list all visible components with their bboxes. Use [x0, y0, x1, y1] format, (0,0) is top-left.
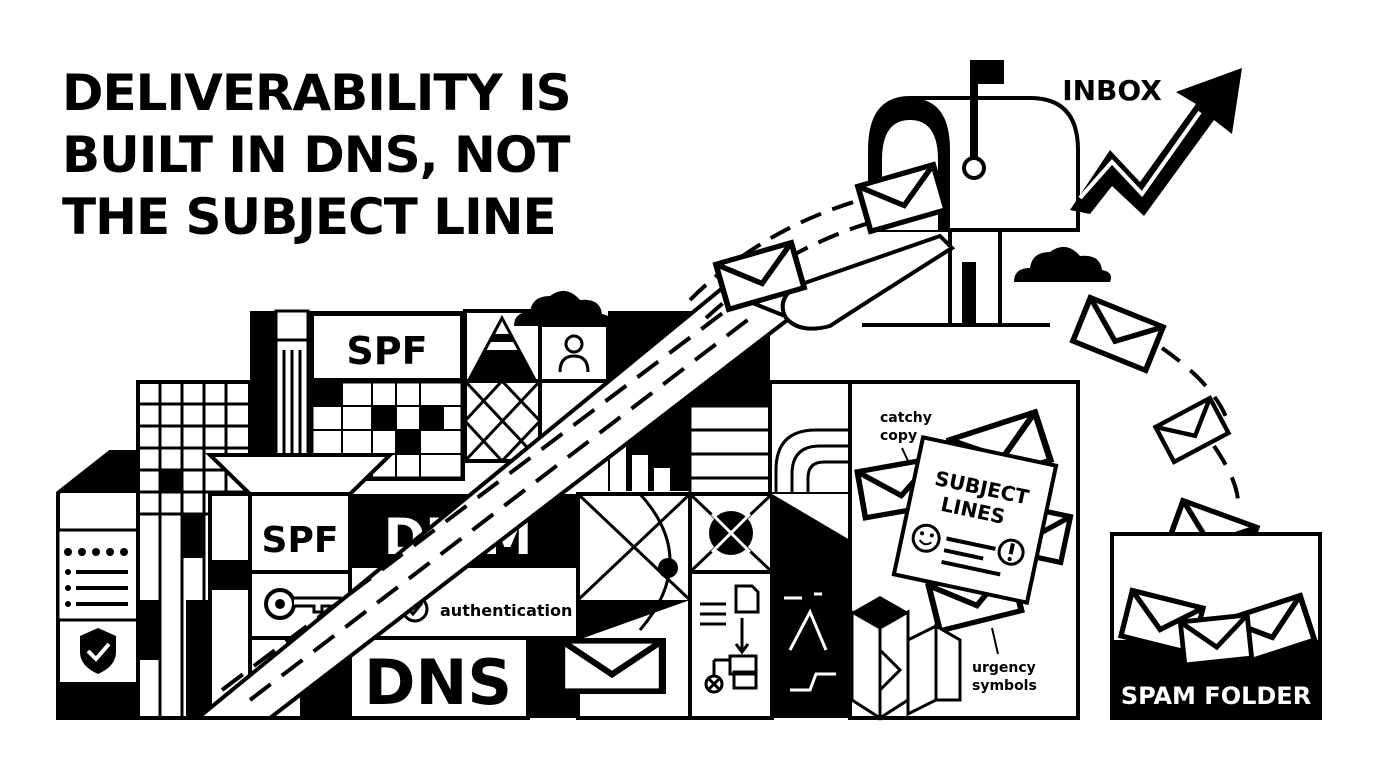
spam-folder-label: SPAM FOLDER: [1121, 682, 1311, 710]
catchy-copy-label-1: catchy: [880, 410, 932, 426]
dns-label: DNS: [364, 646, 512, 719]
urgency-symbols-label-1: urgency: [972, 660, 1036, 676]
envelope-icon: [1180, 615, 1251, 665]
dashed-trail: [688, 198, 873, 320]
list-icon: [64, 548, 128, 607]
arrow-up-icon: [1070, 68, 1242, 216]
spf-tower: SPF: [250, 309, 465, 483]
left-tower: [56, 450, 142, 720]
center-block: [562, 492, 692, 720]
shield-check-icon: [80, 628, 116, 674]
authentication-label: authentication: [440, 601, 572, 620]
document-flow-icon: [700, 584, 760, 694]
cloud-icon: [1014, 246, 1111, 282]
spam-trail: [1160, 346, 1240, 501]
subject-building: catchy copy SUBJECT LINES: [848, 380, 1080, 721]
cube-sculpture: [850, 596, 962, 721]
spf-top-label: SPF: [346, 329, 427, 373]
user-icon: [558, 334, 590, 373]
flow-block: [688, 492, 774, 720]
envelope-icon: [562, 641, 663, 691]
urgency-symbols-label-2: symbols: [972, 678, 1037, 694]
smiley-icon: [911, 523, 941, 553]
user-tile: [514, 290, 611, 383]
spam-folder: SPAM FOLDER: [1110, 532, 1322, 720]
inbox-label: INBOX: [1062, 74, 1162, 107]
catchy-copy-label-2: copy: [880, 428, 917, 444]
headline-line-3: THE SUBJECT LINE: [62, 188, 557, 246]
triangle-tower: [463, 309, 542, 463]
exclamation-icon: [997, 538, 1025, 566]
flag-icon: [962, 60, 1004, 180]
envelope-icon: [1073, 298, 1163, 371]
dark-circuit-block: [772, 494, 850, 718]
cloud-icon: [514, 290, 611, 326]
headline-line-2: BUILT IN DNS, NOT: [62, 126, 571, 184]
headline-line-1: DELIVERABILITY IS: [62, 64, 572, 122]
headline: DELIVERABILITY IS BUILT IN DNS, NOT THE …: [62, 62, 622, 248]
spf-low-label: SPF: [262, 520, 339, 561]
subject-card: SUBJECT LINES: [891, 435, 1059, 605]
